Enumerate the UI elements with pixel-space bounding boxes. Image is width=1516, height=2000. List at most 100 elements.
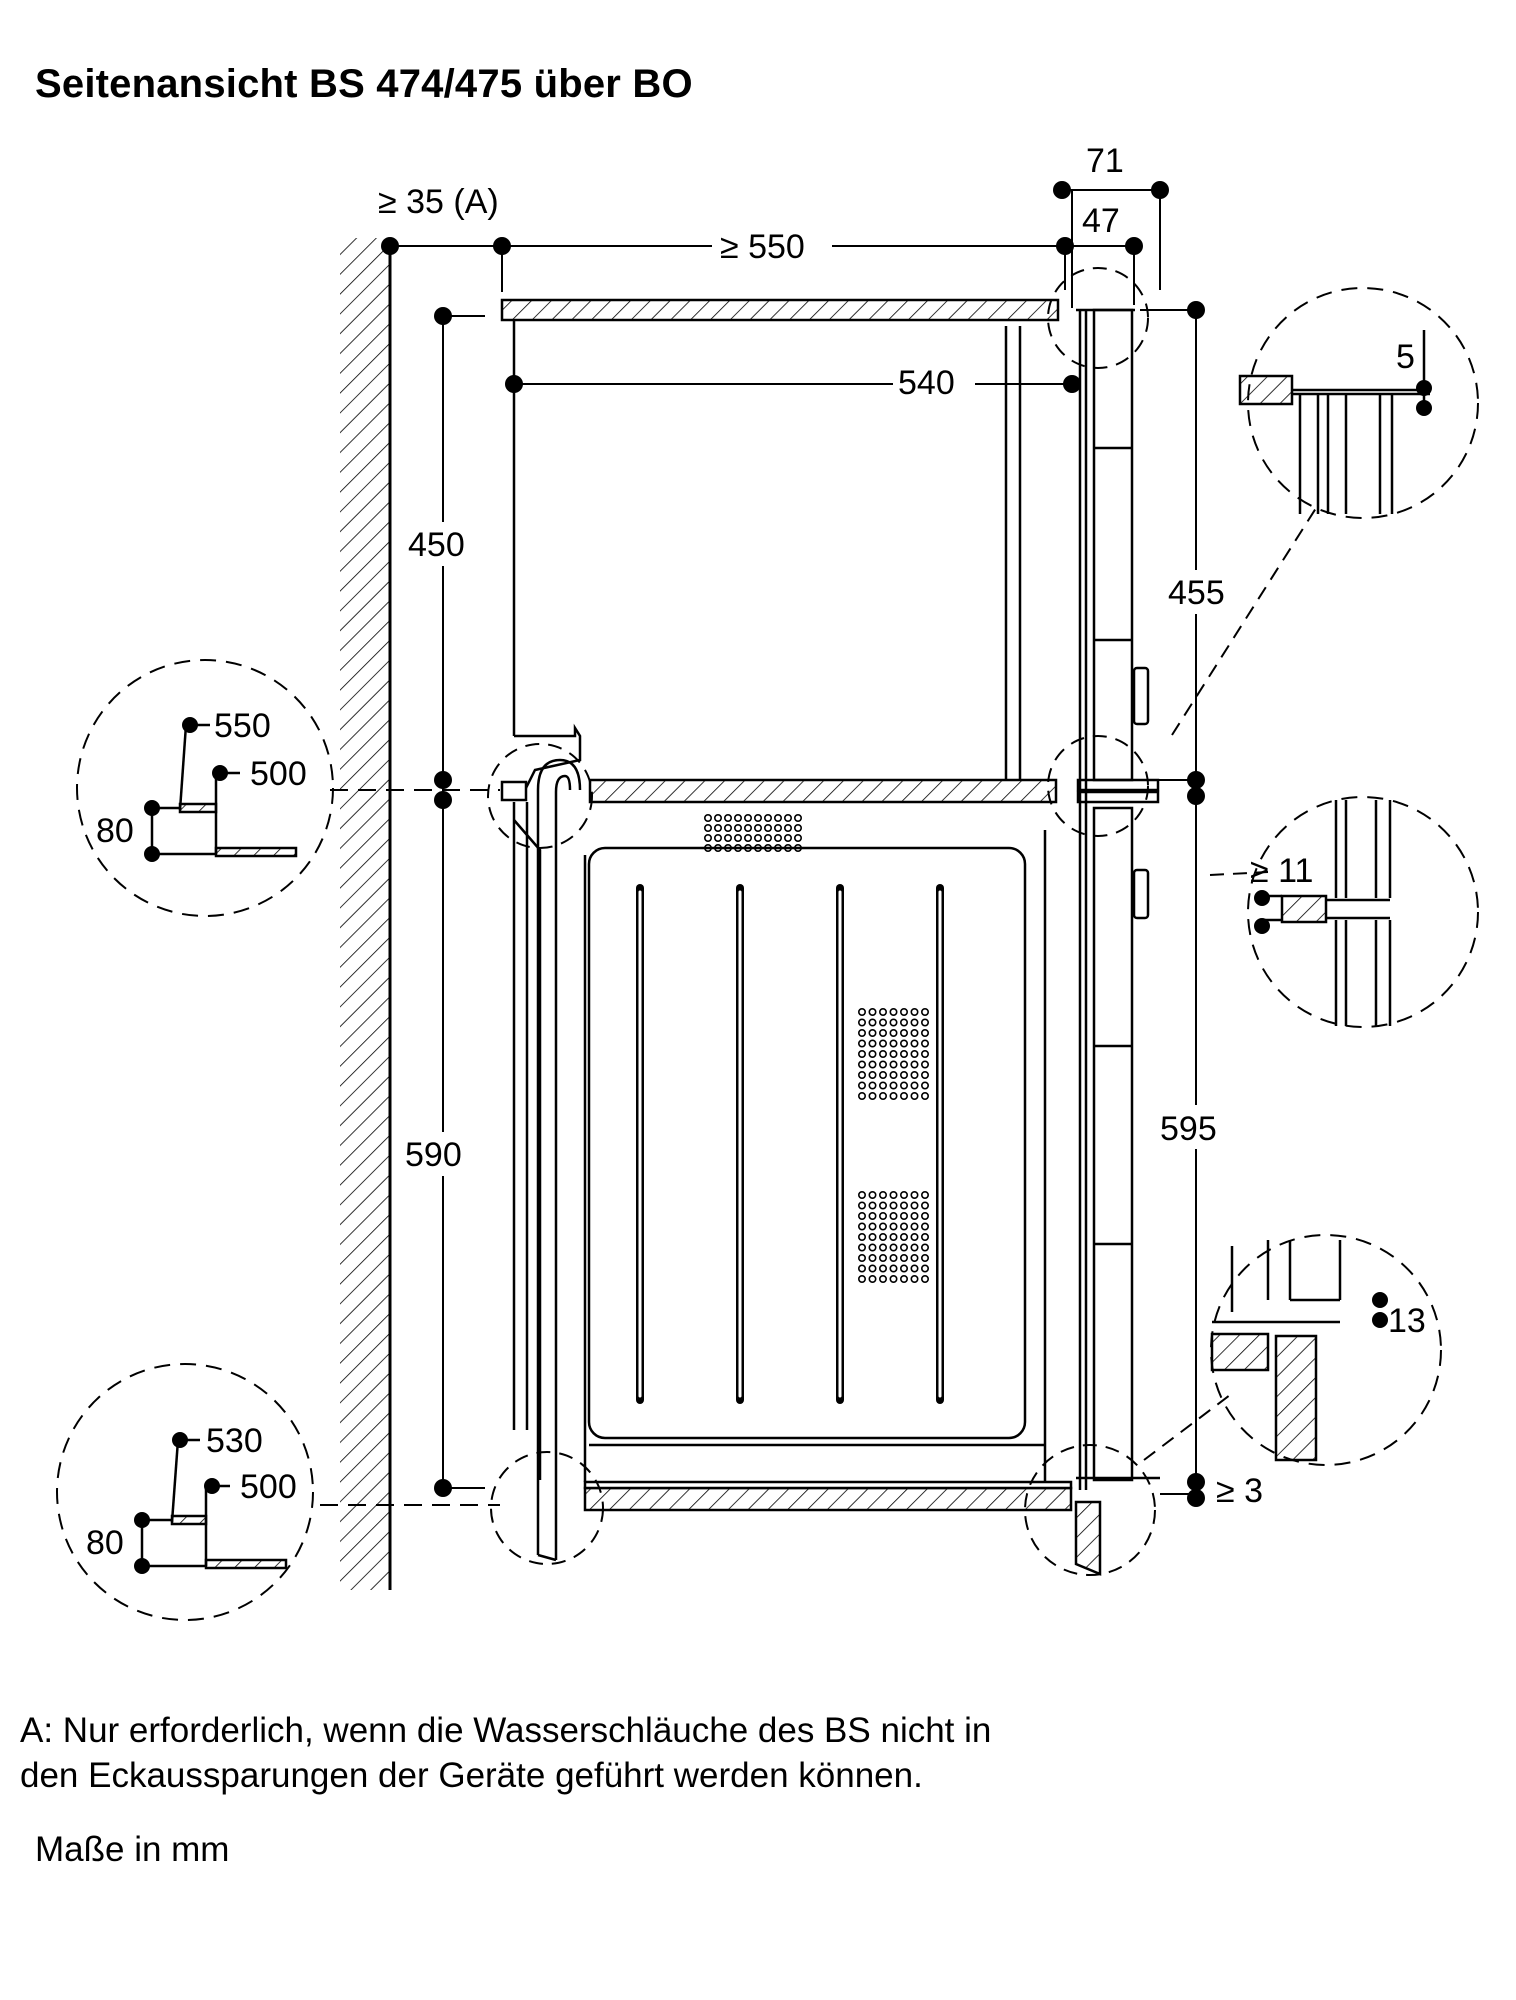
vent-hole (743, 823, 752, 832)
vent-hole (899, 1018, 908, 1027)
vent-hole (889, 1264, 898, 1273)
vent-hole (920, 1254, 929, 1263)
detail-left-top: 550 500 80 (76, 659, 334, 917)
vent-hole (920, 1029, 929, 1038)
vent-hole (899, 1212, 908, 1221)
vent-hole (703, 843, 712, 852)
vent-hole (889, 1081, 898, 1090)
dim-wall-gap: ≥ 35 (A) (378, 183, 499, 221)
vent-hole (723, 833, 732, 842)
vent-hole (763, 833, 772, 842)
vent-hole (878, 1212, 887, 1221)
vent-hole (753, 833, 762, 842)
vent-hole (899, 1081, 908, 1090)
dimension-top-dots (381, 181, 1169, 255)
vent-hole (857, 1264, 866, 1273)
left-top-80: 80 (96, 812, 134, 850)
vent-hole (713, 823, 722, 832)
vent-hole (889, 1275, 898, 1284)
vent-hole (899, 1201, 908, 1210)
vent-hole (743, 843, 752, 852)
vent-hole (889, 1060, 898, 1069)
vent-hole (857, 1222, 866, 1231)
vent-hole (793, 833, 802, 842)
vent-hole (889, 1029, 898, 1038)
vent-hole (857, 1081, 866, 1090)
vent-hole (920, 1222, 929, 1231)
vent-hole (868, 1254, 877, 1263)
vent-hole (910, 1191, 919, 1200)
vent-hole (783, 813, 792, 822)
vent-hole (910, 1029, 919, 1038)
vent-hole (920, 1018, 929, 1027)
vent-hole (920, 1092, 929, 1101)
vent-hole (920, 1050, 929, 1059)
oven-rails (636, 884, 944, 1404)
vent-hole (910, 1060, 919, 1069)
vent-hole (783, 833, 792, 842)
vent-hole (889, 1039, 898, 1048)
vent-hole (793, 823, 802, 832)
dim-niche-450: 450 (408, 526, 465, 564)
vent-hole (889, 1071, 898, 1080)
vent-hole (910, 1233, 919, 1242)
dim-gap-3: ≥ 3 (1216, 1472, 1263, 1510)
vent-hole (713, 813, 722, 822)
footnote-line: A: Nur erforderlich, wenn die Wasserschl… (20, 1711, 992, 1750)
vent-hole (899, 1254, 908, 1263)
vent-hole (857, 1233, 866, 1242)
detail-left-bottom: 530 500 80 (56, 1363, 314, 1621)
vent-hole (723, 813, 732, 822)
vent-hole (878, 1018, 887, 1027)
vent-hole (793, 843, 802, 852)
vent-hole (899, 1222, 908, 1231)
vent-hole (868, 1060, 877, 1069)
vent-hole (899, 1264, 908, 1273)
vent-hole (910, 1212, 919, 1221)
vent-hole (857, 1071, 866, 1080)
detail-top-right: 5 (1238, 287, 1479, 519)
vent-hole (878, 1222, 887, 1231)
vent-hole (868, 1243, 877, 1252)
vent-hole (857, 1039, 866, 1048)
middle-shelf (500, 778, 1058, 804)
vent-hole (723, 823, 732, 832)
left-bottom-530: 530 (206, 1422, 263, 1460)
vent-hole (733, 843, 742, 852)
vent-hole (878, 1233, 887, 1242)
vent-hole (857, 1029, 866, 1038)
vent-hole (703, 813, 712, 822)
vent-hole (910, 1039, 919, 1048)
vent-hole (868, 1050, 877, 1059)
vent-hole (763, 813, 772, 822)
door-fronts (1074, 308, 1160, 1576)
dim-front-47: 47 (1082, 202, 1120, 240)
vent-hole (783, 843, 792, 852)
lower-appliance (512, 802, 1073, 1512)
vent-hole (703, 833, 712, 842)
vent-hole (857, 1018, 866, 1027)
vent-hole (753, 823, 762, 832)
vent-hole (743, 833, 752, 842)
vent-hole (868, 1071, 877, 1080)
vent-hole (868, 1222, 877, 1231)
vent-hole (753, 843, 762, 852)
vent-hole (857, 1050, 866, 1059)
vent-hole (703, 823, 712, 832)
vent-hole (773, 823, 782, 832)
dim-front-595: 595 (1160, 1110, 1217, 1148)
vent-hole (910, 1092, 919, 1101)
vent-hole (743, 813, 752, 822)
vent-hole (899, 1275, 908, 1284)
vent-hole (713, 843, 722, 852)
left-bottom-500: 500 (240, 1468, 297, 1506)
vent-hole (857, 1007, 866, 1016)
vent-hole (857, 1201, 866, 1210)
vent-hole (723, 843, 732, 852)
vent-hole (910, 1201, 919, 1210)
vent-hole (899, 1233, 908, 1242)
vent-hole (857, 1191, 866, 1200)
units-note: Maße in mm (35, 1830, 230, 1869)
vent-hole (793, 813, 802, 822)
